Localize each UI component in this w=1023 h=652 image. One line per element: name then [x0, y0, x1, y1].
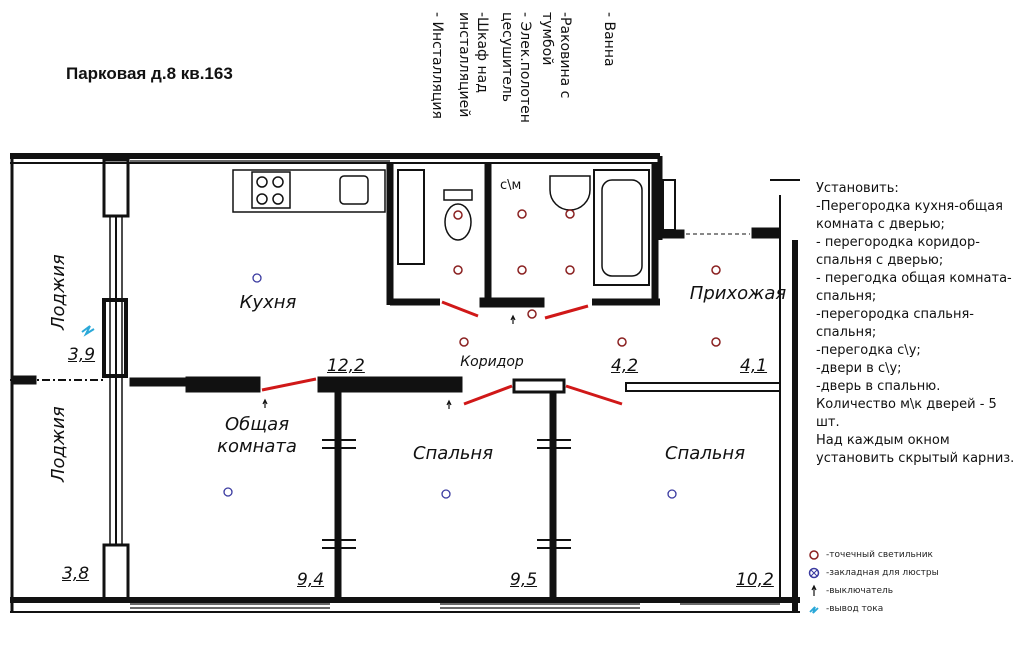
note-line: - перегородка коридор-спальня с дверью;: [816, 235, 980, 268]
legend-item: -закладная для люстры: [808, 564, 939, 582]
switch-icon: [808, 582, 820, 607]
bath-list-item: - Инсталляция: [429, 12, 445, 119]
note-line: Количество м\к дверей - 5 шт.: [816, 397, 997, 430]
area-living: 9,4: [297, 570, 325, 590]
area-kitchen: 12,2: [327, 356, 365, 376]
note-line: -перегородка спальня-спальня;: [816, 307, 974, 340]
note-line: Над каждым окном установить скрытый карн…: [816, 433, 1015, 466]
room-living: Общая комната: [217, 414, 297, 457]
legend: -точечный светильник -закладная для люст…: [808, 546, 939, 618]
room-hall: Прихожая: [689, 283, 787, 304]
note-line: -перегодка с\у;: [816, 343, 921, 358]
top-windows: [130, 157, 390, 162]
room-bedroom-2: Спальня: [664, 443, 746, 464]
room-kitchen: Кухня: [239, 292, 297, 313]
power-outlet-icon: [808, 600, 820, 625]
legend-item: -вывод тока: [808, 600, 939, 618]
toilet-label: с\м: [500, 178, 522, 193]
spot-light-icon: [808, 546, 820, 571]
note-line: - перегодка общая комната-спальня;: [816, 271, 1012, 304]
legend-item: -точечный светильник: [808, 546, 939, 564]
bath-list-item: -Раковина с тумбой: [539, 12, 573, 99]
bath-list-item: - Ванна: [601, 12, 617, 67]
bath-list-item: -Шкаф над инсталляцией: [456, 12, 490, 118]
bottom-windows: [130, 603, 780, 609]
room-bedroom-1: Спальня: [412, 443, 494, 464]
legend-item: -выключатель: [808, 582, 939, 600]
note-line: -двери в с\у;: [816, 361, 902, 376]
bath-list-item: - Элек.полотен цесушитель: [499, 12, 533, 123]
kitchen-counter: [232, 169, 386, 213]
chandelier-mounts: [223, 273, 677, 499]
switches: [262, 314, 516, 409]
power-outlet-icon: [81, 325, 95, 337]
area-loggia-2: 3,8: [62, 564, 90, 584]
new-door-lines: [261, 300, 623, 406]
bathroom-walls: [386, 163, 660, 308]
loggia-wall: [10, 158, 130, 602]
note-line: -Перегородка кухня-общая комната с дверь…: [816, 199, 1003, 232]
area-bedroom-2: 10,2: [736, 570, 774, 590]
note-line: Установить:: [816, 181, 899, 196]
area-loggia-1: 3,9: [68, 345, 96, 365]
hall-walls: [655, 179, 781, 239]
partitions: [129, 376, 781, 600]
area-hall: 4,1: [740, 356, 768, 376]
room-loggia-1: Лоджия: [48, 254, 69, 330]
area-corridor: 4,2: [611, 356, 639, 376]
outer-walls: [10, 153, 800, 613]
spot-lights: [453, 209, 721, 347]
install-notes: Установить: -Перегородка кухня-общая ком…: [816, 180, 1016, 468]
room-corridor: Коридор: [460, 354, 524, 370]
chandelier-mount-icon: [808, 564, 820, 589]
note-line: -дверь в спальню.: [816, 379, 941, 394]
room-loggia-2: Лоджия: [48, 406, 69, 482]
wall-door-marks: [322, 439, 571, 549]
area-bedroom-1: 9,5: [510, 570, 538, 590]
plan-title: Парковая д.8 кв.163: [66, 64, 233, 83]
